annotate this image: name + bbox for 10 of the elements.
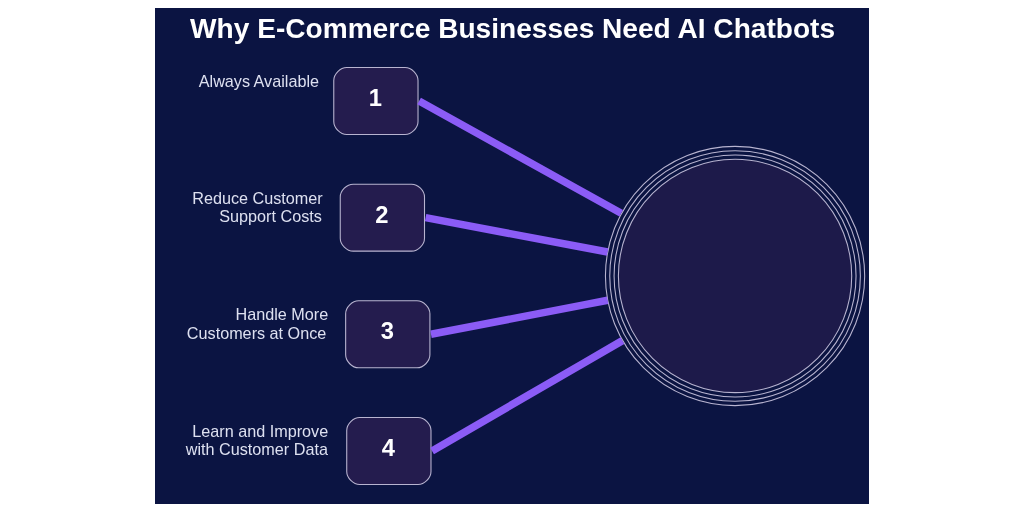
node-label: Reduce Customer Support Costs — [192, 188, 323, 225]
diagram-title: Why E-Commerce Businesses Need AI Chatbots — [190, 13, 836, 45]
connector — [417, 97, 624, 217]
connector — [430, 296, 609, 339]
connector — [430, 337, 625, 455]
node-label: Always Available — [198, 71, 320, 90]
node-label: Learn and Improve with Customer Data — [185, 421, 329, 459]
node-label: Handle More Customers at Once — [186, 305, 329, 342]
connector — [424, 213, 609, 256]
node-circle — [604, 145, 866, 407]
